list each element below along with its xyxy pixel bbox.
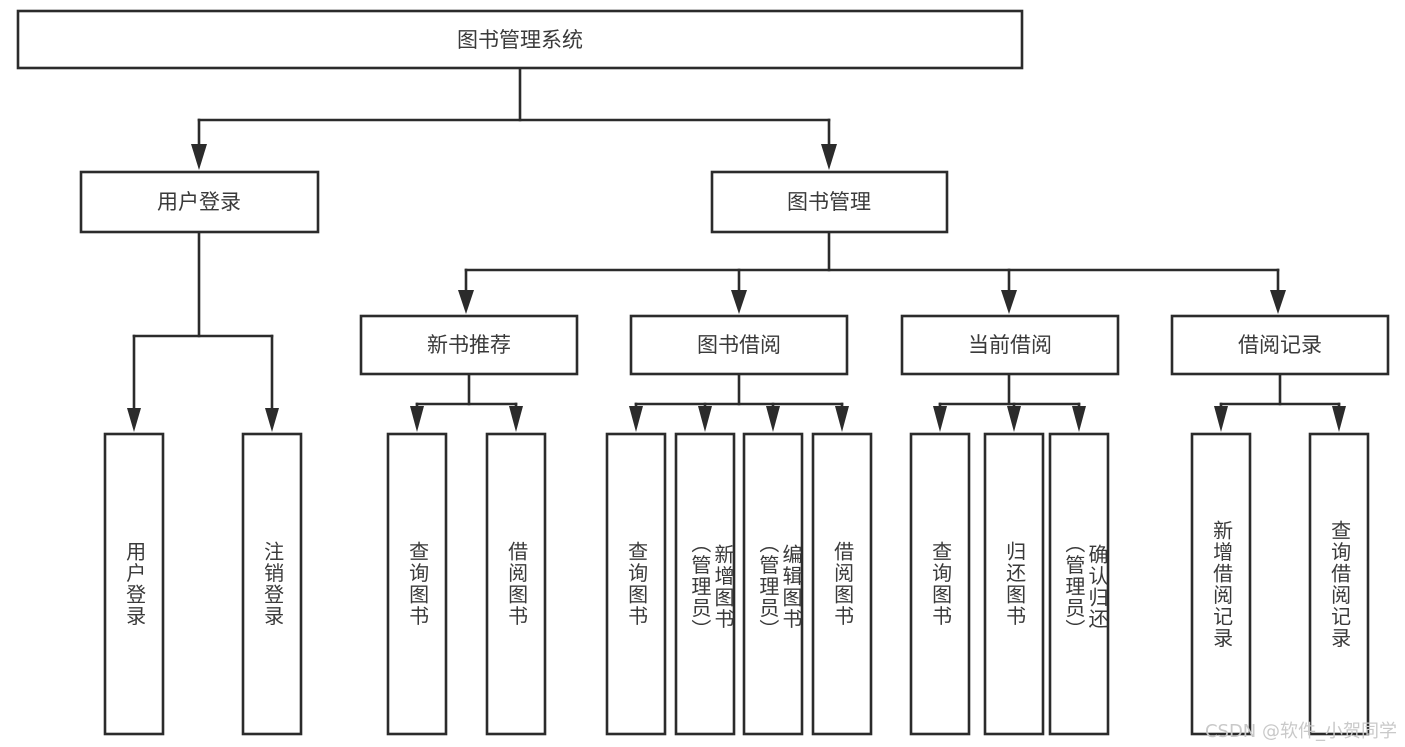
node-book-management[interactable]: 图书管理: [710, 170, 949, 234]
leaf-box-query-book-current[interactable]: [909, 432, 971, 736]
node-borrow-records[interactable]: 借阅记录: [1170, 314, 1390, 376]
node-new-book-recommend-label: 新书推荐: [427, 333, 511, 357]
node-user-login[interactable]: 用户登录: [79, 170, 320, 234]
node-root-label: 图书管理系统: [457, 28, 583, 52]
node-current-borrow-label: 当前借阅: [968, 333, 1052, 357]
leaf-box-query-book-newbook[interactable]: [386, 432, 448, 736]
watermark: CSDN @软件_小贺同学: [1204, 721, 1397, 742]
arrow-borrow-to-leaf3-icon: [766, 406, 780, 432]
node-book-management-label: 图书管理: [787, 190, 871, 214]
node-book-borrow[interactable]: 图书借阅: [629, 314, 849, 376]
arrow-bookmgmt-to-newbook-icon: [458, 290, 474, 314]
node-book-management-box[interactable]: [710, 170, 949, 234]
leaf-box-query-book-borrow[interactable]: [605, 432, 667, 736]
leaf-box-borrow-book[interactable]: [811, 432, 873, 736]
node-borrow-records-box[interactable]: [1170, 314, 1390, 376]
node-current-borrow[interactable]: 当前借阅: [900, 314, 1120, 376]
arrow-current-to-leaf1-icon: [933, 406, 947, 432]
leaf-box-return-book[interactable]: [983, 432, 1045, 736]
arrow-bookmgmt-to-borrow-icon: [731, 290, 747, 314]
arrow-newbook-to-leaf2-icon: [509, 406, 523, 432]
arrow-userlogin-to-leaf2-icon: [265, 408, 279, 432]
leaf-box-logout[interactable]: [241, 432, 303, 736]
arrow-borrow-to-leaf1-icon: [629, 406, 643, 432]
leaf-box-edit-book-admin[interactable]: [742, 432, 804, 736]
node-user-login-label: 用户登录: [157, 190, 241, 214]
node-user-login-box[interactable]: [79, 170, 320, 234]
connector-layer: [127, 66, 1346, 432]
node-new-book-recommend[interactable]: 新书推荐: [359, 314, 579, 376]
node-current-borrow-box[interactable]: [900, 314, 1120, 376]
arrow-current-to-leaf2-icon: [1007, 406, 1021, 432]
arrow-userlogin-to-leaf1-icon: [127, 408, 141, 432]
leaf-boxes: [103, 432, 1370, 736]
node-book-borrow-label: 图书借阅: [697, 333, 781, 357]
node-root-box[interactable]: [16, 9, 1024, 70]
node-borrow-records-label: 借阅记录: [1238, 333, 1322, 357]
arrow-records-to-leaf1-icon: [1214, 406, 1228, 432]
leaf-box-query-borrow-record[interactable]: [1308, 432, 1370, 736]
arrow-records-to-leaf2-icon: [1332, 406, 1346, 432]
leaf-box-borrow-book-newbook[interactable]: [485, 432, 547, 736]
leaf-box-add-book-admin[interactable]: [674, 432, 736, 736]
arrow-root-to-user-login-icon: [191, 144, 207, 170]
arrow-newbook-to-leaf1-icon: [410, 406, 424, 432]
leaf-box-user-login[interactable]: [103, 432, 165, 736]
node-new-book-recommend-box[interactable]: [359, 314, 579, 376]
arrow-root-to-book-mgmt-icon: [821, 144, 837, 170]
leaf-box-add-borrow-record[interactable]: [1190, 432, 1252, 736]
arrow-bookmgmt-to-records-icon: [1270, 290, 1286, 314]
arrow-borrow-to-leaf2-icon: [698, 406, 712, 432]
arrow-bookmgmt-to-current-icon: [1001, 290, 1017, 314]
leaf-box-confirm-return-admin[interactable]: [1048, 432, 1110, 736]
node-root[interactable]: 图书管理系统: [16, 9, 1024, 70]
node-book-borrow-box[interactable]: [629, 314, 849, 376]
arrow-borrow-to-leaf4-icon: [835, 406, 849, 432]
arrow-current-to-leaf3-icon: [1072, 406, 1086, 432]
